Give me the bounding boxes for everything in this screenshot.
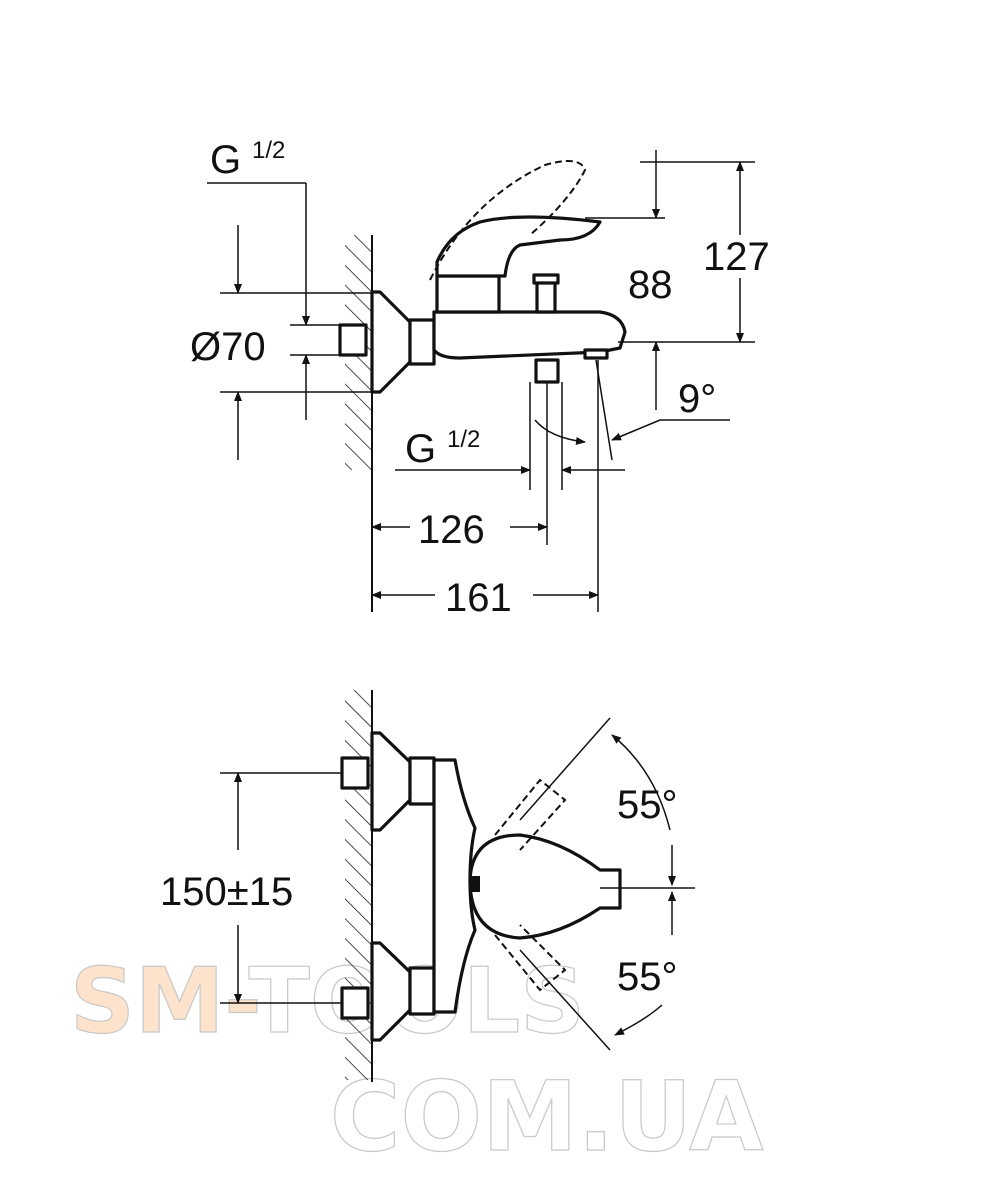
nut-upper [408,756,436,806]
dim-lever-angle-up: 55° [617,783,678,827]
hose-outlet [534,358,560,384]
dim-inlet-thread-bottom: G [405,427,436,471]
nut-lower [408,966,436,1016]
escutcheon-upper [370,731,412,832]
thread-fraction: 1/2 [447,426,480,453]
dim-lever-angle-down: 55° [617,955,678,999]
side-view: Ø70 G 1/2 88 127 9° G 1/2 [190,137,770,620]
angle-arc [534,419,586,445]
angle-ref-line [519,949,611,1051]
cartridge-housing [435,274,501,314]
dim-total-projection: 161 [445,576,512,620]
aerator [583,348,609,360]
dim-spout-height: 88 [628,263,673,307]
inlet-fitting-lower [340,986,370,1020]
angle-arc [611,734,671,831]
top-view: 150±15 55° 55° [160,690,695,1082]
inlet-fitting [338,323,368,357]
wall-hatching [345,690,372,1080]
lever-indicator [470,876,480,892]
diverter-cap [532,273,560,285]
watermark-text: TOOLS [249,949,586,1054]
lever-rotated-down-outline [494,924,567,992]
escutcheon [370,290,412,394]
dim-inlet-spacing: 150±15 [160,870,293,914]
watermark-line1: SM-TOOLS [70,949,585,1054]
lever-top [468,833,622,940]
inlet-fitting-upper [340,756,370,790]
thread-fraction: 1/2 [252,137,285,164]
lever-handle [435,215,602,278]
nut [408,318,436,366]
dim-total-height: 127 [703,235,770,279]
lever-raised-outline [429,160,587,281]
mixer-body [432,310,627,360]
watermark: SM-TOOLS COM.UA [69,948,764,1173]
dim-arrow [611,419,661,441]
dim-outlet-projection: 126 [418,508,485,552]
lever-rotated-up-outline [494,778,567,851]
dim-spout-angle: 9° [678,377,716,421]
dim-inlet-thread-top: G [210,138,241,182]
dim-escutcheon-diameter: Ø70 [190,325,266,369]
diverter-knob [535,280,557,314]
watermark-domain: COM.UA [330,1061,763,1173]
angle-ref-line [519,717,611,821]
angle-arc [614,1004,663,1036]
watermark-accent: SM- [70,949,257,1054]
